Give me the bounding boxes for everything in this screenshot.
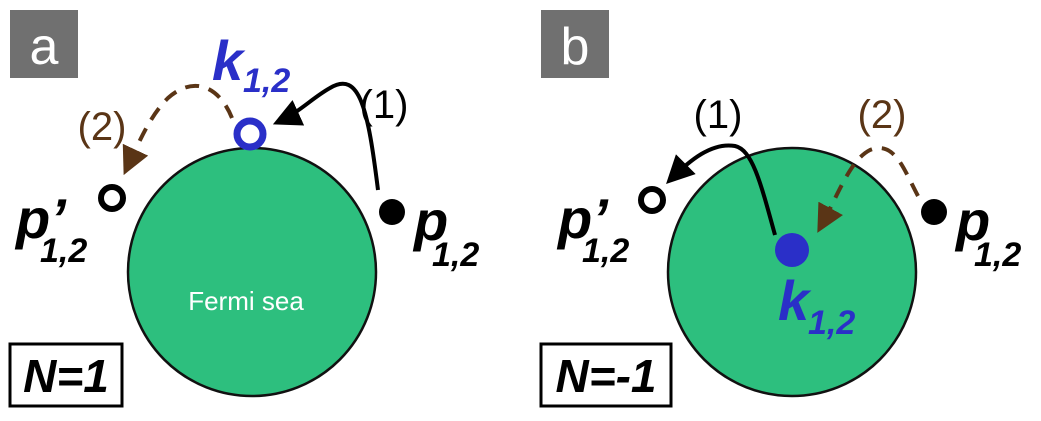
panel-a-letter: a [30, 18, 59, 76]
pprime-label-b: p’ [556, 187, 609, 250]
step-2-label-a: (2) [78, 105, 127, 149]
k-label-a: k [212, 29, 246, 92]
k-sub-a: 1,2 [243, 62, 290, 100]
panel-b-letter: b [561, 18, 590, 76]
step-1-label-a: (1) [360, 83, 409, 127]
k-label-b: k [778, 269, 812, 332]
particle-k-b [775, 233, 809, 267]
panel-b-tag [541, 10, 609, 78]
panel-a-tag [10, 10, 78, 78]
panel-b: b (1) (2) k 1,2 p’ 1,2 p 1,2 N=-1 [539, 10, 1021, 408]
particle-p-b [921, 199, 947, 225]
step-2-label-b: (2) [858, 93, 907, 137]
p-label-a: p [412, 189, 448, 252]
p-label-b: p [954, 189, 990, 252]
n-box-a [8, 342, 124, 408]
process-2-arrow-b [817, 146, 920, 233]
pprime-label-a: p’ [14, 187, 67, 250]
fermi-sea-a [126, 146, 378, 398]
particle-p-a [379, 199, 405, 225]
k-sub-b: 1,2 [808, 304, 855, 342]
n-label-a: N=1 [23, 350, 109, 402]
n-box-b [539, 342, 673, 408]
pprime-sub-a: 1,2 [40, 232, 87, 270]
process-1-arrow-a [272, 81, 380, 191]
n-label-b: N=-1 [556, 350, 657, 402]
fermi-sea-b [666, 146, 918, 398]
step-1-label-b: (1) [694, 93, 743, 137]
process-1-arrow-b [666, 143, 777, 236]
panel-a: a Fermi sea (1) (2) k 1,2 p’ 1,2 p 1,2 N… [8, 10, 479, 408]
pprime-sub-b: 1,2 [582, 232, 629, 270]
process-2-arrow-a [122, 84, 234, 176]
hole-pprime-a [98, 184, 126, 212]
p-sub-a: 1,2 [432, 236, 479, 274]
fermi-sea-label: Fermi sea [188, 286, 304, 316]
hole-pprime-b [638, 186, 666, 214]
p-sub-b: 1,2 [974, 236, 1021, 274]
hole-k-a [233, 117, 267, 151]
